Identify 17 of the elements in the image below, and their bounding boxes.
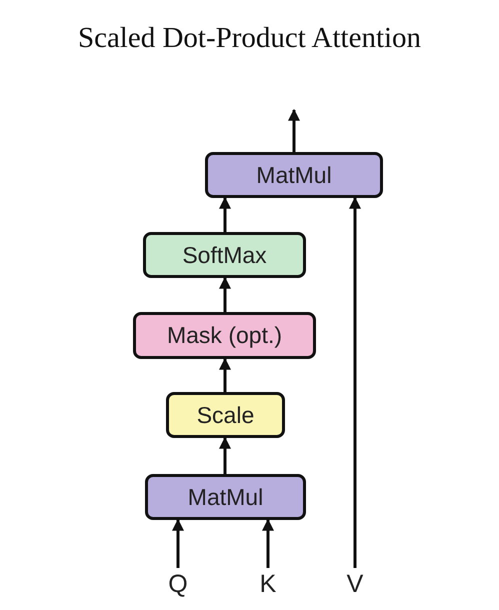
diagram-title: Scaled Dot-Product Attention [76,22,422,55]
arrow [219,196,231,232]
operation-box: Scale [166,392,285,438]
input-label: Q [165,568,191,600]
input-label: K [255,568,281,600]
operation-box: SoftMax [143,232,306,278]
arrow [349,196,361,568]
operation-box: Mask (opt.) [133,312,316,359]
operation-box: MatMul [145,474,306,520]
arrow [288,108,300,152]
input-label: V [342,568,368,600]
operation-box: MatMul [205,152,383,198]
arrow [172,518,184,568]
arrow [219,358,231,392]
arrow [219,276,231,312]
arrow [219,436,231,474]
arrow [262,518,274,568]
